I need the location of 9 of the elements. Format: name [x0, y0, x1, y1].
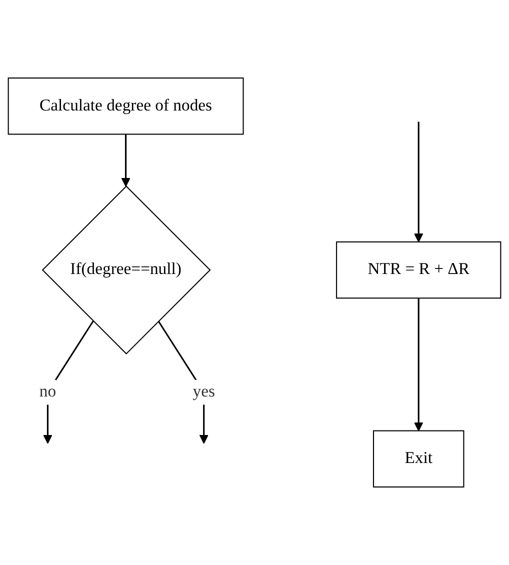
arrow [414, 122, 424, 242]
arrow [414, 298, 424, 432]
arrow [121, 134, 130, 187]
edge-label: no [39, 382, 56, 401]
node-box: Calculate degree of nodes [8, 78, 244, 135]
edge-label: yes [192, 382, 215, 401]
node-box: Exit [372, 430, 464, 488]
node-box: NTR = R + ΔR [336, 241, 502, 299]
node-diamond: If(degree==null) [42, 186, 211, 354]
